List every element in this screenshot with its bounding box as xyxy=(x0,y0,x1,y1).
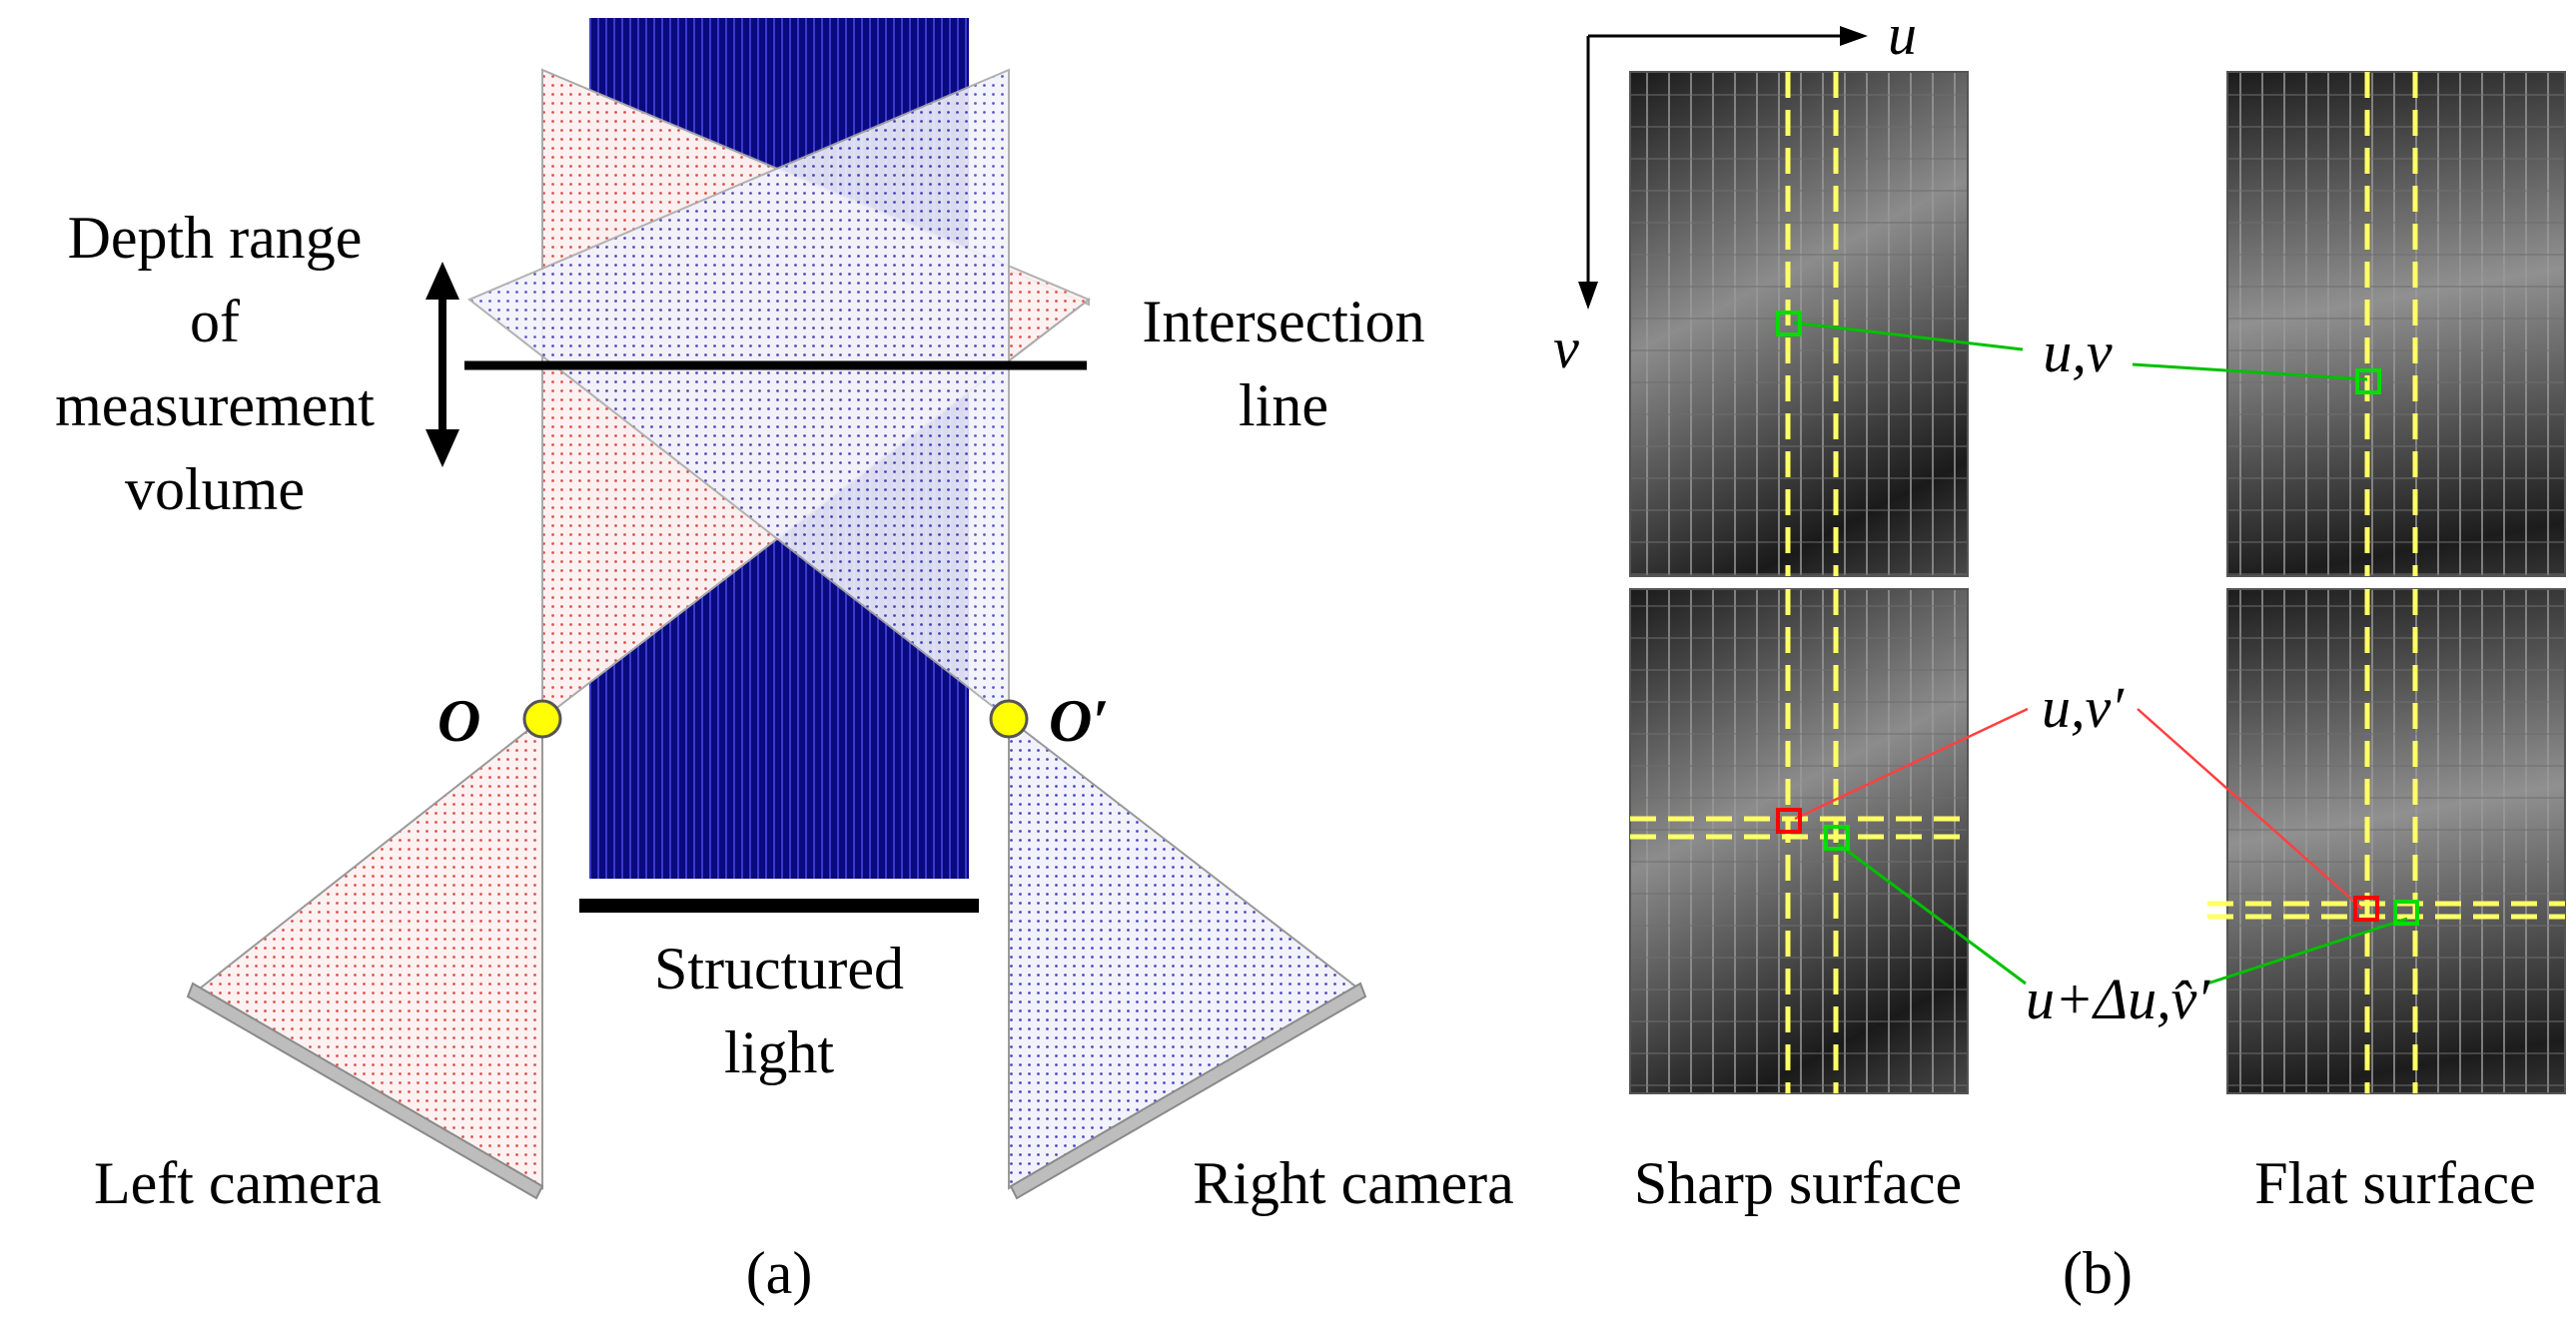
left-camera-sensor xyxy=(186,982,544,1200)
flat-surface-image-top xyxy=(2226,71,2566,577)
label-u-delta-u: u+Δu,v̂′ xyxy=(2026,967,2210,1031)
leader-uv-left xyxy=(1792,321,2024,351)
flat-surface-image-bottom xyxy=(2207,588,2566,1094)
depth-range-line-2: of xyxy=(190,289,240,354)
marker-uv-flat xyxy=(2355,368,2381,394)
marker-uv-sharp xyxy=(1776,311,1802,336)
right-camera-label: Right camera xyxy=(1193,1150,1514,1216)
right-camera-sensor xyxy=(1009,982,1367,1200)
leader-uv-right xyxy=(2132,362,2368,381)
caption-a: (a) xyxy=(746,1240,813,1306)
sharp-surface-label: Sharp surface xyxy=(1634,1150,1962,1216)
depth-range-arrow xyxy=(426,262,459,467)
panel-b: u v xyxy=(1553,2,2566,1306)
structured-light-line-2: light xyxy=(724,1019,834,1085)
label-uv-prime: u,v′ xyxy=(2042,675,2125,740)
depth-range-line-4: volume xyxy=(125,456,305,522)
leader-uvp-right xyxy=(2137,708,2363,910)
left-camera-label: Left camera xyxy=(94,1150,382,1216)
left-camera-cone xyxy=(198,716,543,1190)
label-uv: u,v xyxy=(2043,320,2113,384)
sharp-surface-image-bottom xyxy=(1629,588,1969,1094)
depth-range-line-3: measurement xyxy=(55,372,375,438)
sharp-surface-image-top xyxy=(1629,71,1969,577)
depth-range-line-1: Depth range xyxy=(68,205,363,271)
intersection-label-line-1: Intersection xyxy=(1142,289,1424,354)
leader-udu-left xyxy=(1837,842,2027,986)
origin-right-label: O′ xyxy=(1049,688,1109,754)
flat-surface-label: Flat surface xyxy=(2254,1150,2536,1216)
marker-udu-flat xyxy=(2393,900,2419,926)
right-frustum-blue xyxy=(467,68,1010,722)
marker-udu-sharp xyxy=(1824,825,1850,851)
image-axes xyxy=(1578,26,1868,310)
leader-udu-right xyxy=(2206,917,2408,986)
projector-bar xyxy=(579,899,979,913)
optical-center-right xyxy=(989,699,1029,739)
leader-uvp-left xyxy=(1794,707,2029,821)
caption-b: (b) xyxy=(2063,1240,2133,1306)
structured-light-line-1: Structured xyxy=(654,936,904,1001)
marker-uvp-sharp xyxy=(1776,808,1802,834)
marker-uvp-flat xyxy=(2353,896,2379,922)
panel-a: Depth range of measurement volume Inters… xyxy=(55,18,1514,1306)
axis-v-label: v xyxy=(1553,316,1579,380)
axis-u-label: u xyxy=(1888,2,1917,67)
origin-left-label: O xyxy=(437,688,480,754)
right-camera-cone xyxy=(1008,716,1360,1190)
intersection-label-line-2: line xyxy=(1239,372,1328,438)
optical-center-left xyxy=(522,699,562,739)
